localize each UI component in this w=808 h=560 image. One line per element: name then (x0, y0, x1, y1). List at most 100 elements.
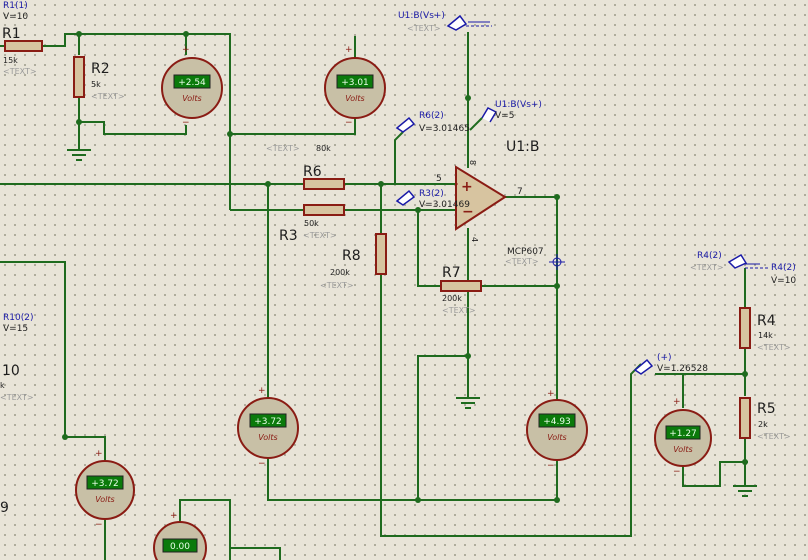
plus-sign: + (258, 386, 266, 396)
r2-value: 5k (91, 80, 101, 89)
resistor-r7[interactable] (440, 280, 482, 292)
resistor-r1[interactable] (4, 40, 43, 52)
r5-value: 2k (758, 420, 768, 429)
voltmeter-m3[interactable]: +3.72 Volts + − (237, 386, 299, 469)
r4-name: R4 (757, 313, 776, 329)
junction-dot (183, 31, 189, 37)
probe-r4-right-name: R4(2) (771, 263, 796, 273)
r3-name: R3 (279, 228, 298, 244)
probe-arrow-icon[interactable] (395, 189, 416, 206)
probe-r3-value: V=3.01469 (419, 200, 470, 210)
r4-text: <TEXT> (757, 343, 791, 352)
opamp-u1b[interactable] (455, 165, 507, 231)
probe-r3-name: R3(2) (419, 189, 444, 199)
voltmeter-m5[interactable]: +1.27 Volts + − (654, 397, 712, 477)
junction-dot (554, 194, 560, 200)
r1-text: <TEXT> (3, 67, 37, 76)
r7-text: <TEXT> (442, 306, 476, 315)
plus-sign: + (345, 45, 353, 55)
r5-name: R5 (757, 401, 776, 417)
voltmeter-m5-reading: +1.27 (669, 429, 697, 439)
wire (380, 274, 642, 537)
grounds (67, 149, 757, 497)
plus-sign: + (182, 45, 190, 55)
voltmeter-m4[interactable]: +4.93 Volts + − (526, 389, 588, 471)
opamp-plus-pin-label: + (461, 179, 473, 195)
r1-value: 15k (3, 56, 18, 65)
opamp-pin-out-label: 7 (517, 187, 523, 197)
wire (230, 118, 356, 135)
wires (0, 32, 748, 560)
minus-sign: − (95, 520, 103, 530)
voltmeter-m1-reading: +2.54 (178, 78, 206, 88)
voltmeter-m7-reading: 0.00 (170, 542, 190, 552)
junction-dot (415, 207, 421, 213)
r10-name: 10 (2, 363, 20, 379)
r6-value: 80k (316, 144, 331, 153)
probe-r4-left-text: <TEXT> (690, 263, 724, 272)
resistor-r8[interactable] (375, 233, 387, 275)
r6-text: <TEXT> (266, 144, 300, 153)
wire (682, 461, 748, 487)
wire (0, 261, 106, 460)
junction-dot (378, 181, 384, 187)
wire (417, 210, 441, 287)
junction-dot (227, 131, 233, 137)
probe-arrow-icon[interactable] (446, 14, 468, 31)
labels: R1(1) V=10 R1 15k <TEXT> R2 5k <TEXT> <T… (0, 1, 796, 516)
meters: +2.54 Volts + − +3.01 Volts + − +3.72 Vo… (75, 45, 712, 560)
probe-arrow-icon[interactable] (395, 116, 416, 133)
probe-arrow-icon[interactable] (633, 358, 654, 375)
junction-dot (742, 371, 748, 377)
r8-value: 200k (330, 268, 350, 277)
voltmeter-m6[interactable]: +3.72 Volts + − (75, 449, 135, 530)
voltmeter-m6-unit: Volts (95, 495, 114, 504)
opamp-name: U1:B (506, 139, 539, 155)
junction-dot (554, 283, 560, 289)
crosshair-icon (549, 254, 565, 270)
voltmeter-m1[interactable]: +2.54 Volts + − (161, 45, 223, 128)
probe-u1b-vs-top-name: U1:B(Vs+) (398, 11, 445, 21)
wire (469, 117, 483, 131)
probe-arrow-icon[interactable] (481, 107, 498, 123)
junction-dot (415, 497, 421, 503)
voltmeter-m2-reading: +3.01 (341, 78, 369, 88)
voltmeter-m3-reading: +3.72 (254, 417, 282, 427)
opamp-pin-top-label: 8 (468, 160, 477, 165)
r3-value: 50k (304, 219, 319, 228)
opamp-text: <TEXT> (505, 257, 539, 266)
r3-text: <TEXT> (303, 231, 337, 240)
r6-name: R6 (303, 164, 322, 180)
probe-r10-value: V=15 (3, 324, 28, 334)
r7-value: 200k (442, 294, 462, 303)
plus-sign: + (547, 389, 555, 399)
voltmeter-m2[interactable]: +3.01 Volts + − (324, 45, 386, 128)
junctions (62, 31, 748, 503)
probe-r6-value: V=3.01465 (419, 124, 470, 134)
voltmeter-m3-unit: Volts (258, 433, 277, 442)
wire (381, 131, 404, 185)
junction-dot (76, 119, 82, 125)
probe-arrow-icon[interactable] (727, 253, 748, 269)
junction-dot (465, 353, 471, 359)
voltmeter-m7[interactable]: 0.00 + (153, 511, 207, 560)
probe-r1-value: V=10 (3, 12, 28, 22)
opamp-pin-in-label: 5 (436, 174, 442, 184)
opamp-pin-bottom-label: 4 (470, 237, 479, 242)
ground-icon (733, 485, 757, 497)
r2-name: R2 (91, 61, 110, 77)
resistor-r3[interactable] (303, 204, 345, 216)
junction-dot (742, 459, 748, 465)
resistor-r6[interactable] (303, 178, 345, 190)
resistor-r2[interactable] (73, 56, 85, 98)
minus-sign: − (258, 459, 266, 469)
r4-value: 14k (758, 331, 773, 340)
probe-r10-name: R10(2) (3, 313, 33, 323)
probe-u1b-vs-top-text: <TEXT> (407, 24, 441, 33)
plus-sign: + (95, 449, 103, 459)
wire (230, 547, 281, 560)
probe-r1-name: R1(1) (3, 1, 28, 11)
resistor-r5[interactable] (739, 397, 751, 439)
resistor-r4[interactable] (739, 307, 751, 349)
